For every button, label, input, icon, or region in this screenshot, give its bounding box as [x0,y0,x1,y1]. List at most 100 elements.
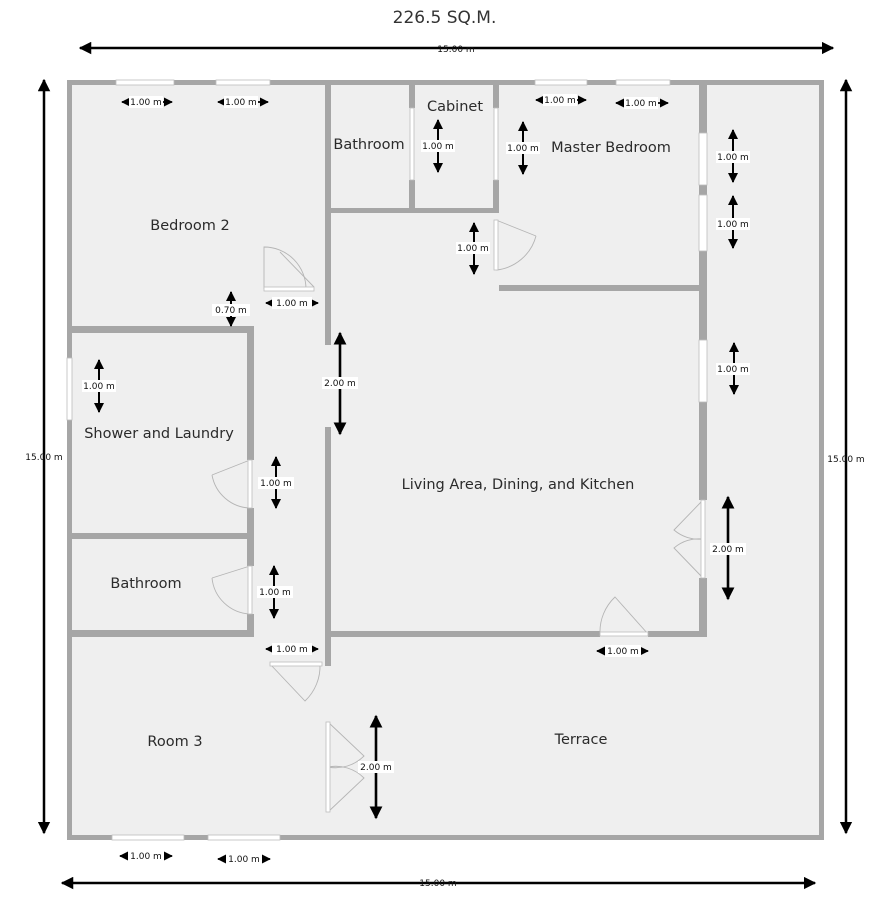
dim-master-door: 1.00 m [457,244,489,254]
floor-east-strip [707,85,819,835]
bg-11 [272,297,312,309]
overall-dim-right-label: 15.00 m [827,455,864,465]
bg-17 [257,586,293,598]
swing-bath-lower [211,577,251,615]
overall-dimensions: 15.00 m 15.00 m 15.00 m 15.00 m [25,41,865,890]
label-bathroom-top: Bathroom [333,137,404,153]
dim-corridor-bottom: 1.00 m [276,645,308,655]
floor-living-2 [499,291,699,631]
leaf-terrace-door-frame [325,721,331,813]
room-floors [72,85,819,835]
door-swings [211,219,704,813]
dim-bed2-door-height: 0.70 m [215,306,247,316]
bg-14 [82,380,116,392]
dim-room3-window-1: 1.00 m [130,852,162,862]
floor-corridor [254,292,325,661]
floor-bathroom-lower [72,539,247,630]
label-master-bedroom: Master Bedroom [551,140,671,156]
bg-3 [543,94,577,106]
bg-6 [506,142,540,154]
leaf-bath-top [409,107,415,181]
dim-bed2-window-2: 1.00 m [225,98,257,108]
leaf-master-frame [493,219,499,271]
swing-bed2-door [263,246,307,290]
swing-corridor-bottom [269,663,321,702]
windows [66,79,708,841]
leaf-south-door-frame [599,631,649,637]
dim-bed2-window-1: 1.00 m [130,98,162,108]
leaf-bed2-frame [263,286,315,292]
label-room-3: Room 3 [147,734,202,750]
room-labels: Bedroom 2 Bathroom Cabinet Master Bedroo… [84,99,671,750]
bg-2 [224,96,258,108]
window-east [698,339,708,403]
dim-master-window-1: 1.00 m [544,96,576,106]
swing-master-door [495,219,537,271]
window-master-2 [615,79,671,86]
window-bed2-1 [115,79,175,86]
dim-east-window: 1.00 m [717,365,749,375]
swing-east-door-2 [673,538,704,579]
overall-dim-top-label: 15.00 m [437,45,474,55]
window-master-side-2 [698,194,708,252]
bg-9 [456,242,490,254]
dim-bath-lower-door: 1.00 m [259,588,291,598]
dim-living-south-door: 1.00 m [607,647,639,657]
dim-laundry-door: 1.00 m [260,479,292,489]
dim-master-window-2: 1.00 m [625,99,657,109]
door-leaves [247,107,706,813]
dim-living-entry: 2.00 m [324,379,356,389]
label-bedroom-2: Bedroom 2 [150,218,229,234]
dim-corridor-top: 1.00 m [276,299,308,309]
dim-room3-window-2: 1.00 m [228,855,260,865]
dim-master-side-2: 1.00 m [717,220,749,230]
bg-7 [716,151,750,163]
floor-room-3 [72,637,325,835]
leaf-laundry [211,459,251,476]
window-room3-1 [111,834,185,841]
swing-terrace-door-1 [327,721,365,769]
floor-living [331,213,499,631]
window-laundry [66,357,73,421]
dim-terrace-door: 2.00 m [360,763,392,773]
floor-bedroom-2 [72,85,325,326]
leaf-bed2-door [279,251,315,288]
label-living: Living Area, Dining, and Kitchen [402,477,635,493]
bg-21 [128,850,164,862]
bg-5 [421,140,455,152]
floor-bathroom-top [331,85,409,208]
label-bathroom-lower: Bathroom [110,576,181,592]
swing-south-door [599,596,649,635]
bg-8 [716,218,750,230]
dim-labels: 1.00 m 1.00 m 1.00 m 1.00 m 1.00 m 1.00 … [83,96,749,865]
dim-master-side-1: 1.00 m [717,153,749,163]
leaf-cabinet [493,107,499,181]
window-master-side-1 [698,132,708,186]
floor-master-bedroom [499,85,699,285]
leaf-bath-lower [211,565,251,579]
label-cabinet: Cabinet [427,99,483,115]
floor-terrace [331,637,707,835]
dim-label-bgs [82,94,750,865]
bg-20 [358,761,394,773]
bg-10 [212,304,250,316]
dim-living-east-door: 2.00 m [712,545,744,555]
leaf-bath-lower-frame [247,565,253,615]
bg-16 [710,543,746,555]
dim-cabinet-door: 1.00 m [507,144,539,154]
leaf-corridor-bottom-frame [269,661,323,667]
dim-laundry-window: 1.00 m [83,382,115,392]
bg-15 [258,477,294,489]
bg-4 [624,97,658,109]
leaf-east-door-frame [700,499,706,579]
leaf-laundry-frame [247,459,253,509]
bg-18 [272,643,312,655]
swing-terrace-door-2 [327,765,365,813]
label-shower-laundry: Shower and Laundry [84,426,234,442]
bg-19 [605,645,641,657]
window-bed2-2 [215,79,271,86]
window-room3-2 [207,834,281,841]
overall-dim-left-label: 15.00 m [25,453,62,463]
bg-22 [226,853,262,865]
